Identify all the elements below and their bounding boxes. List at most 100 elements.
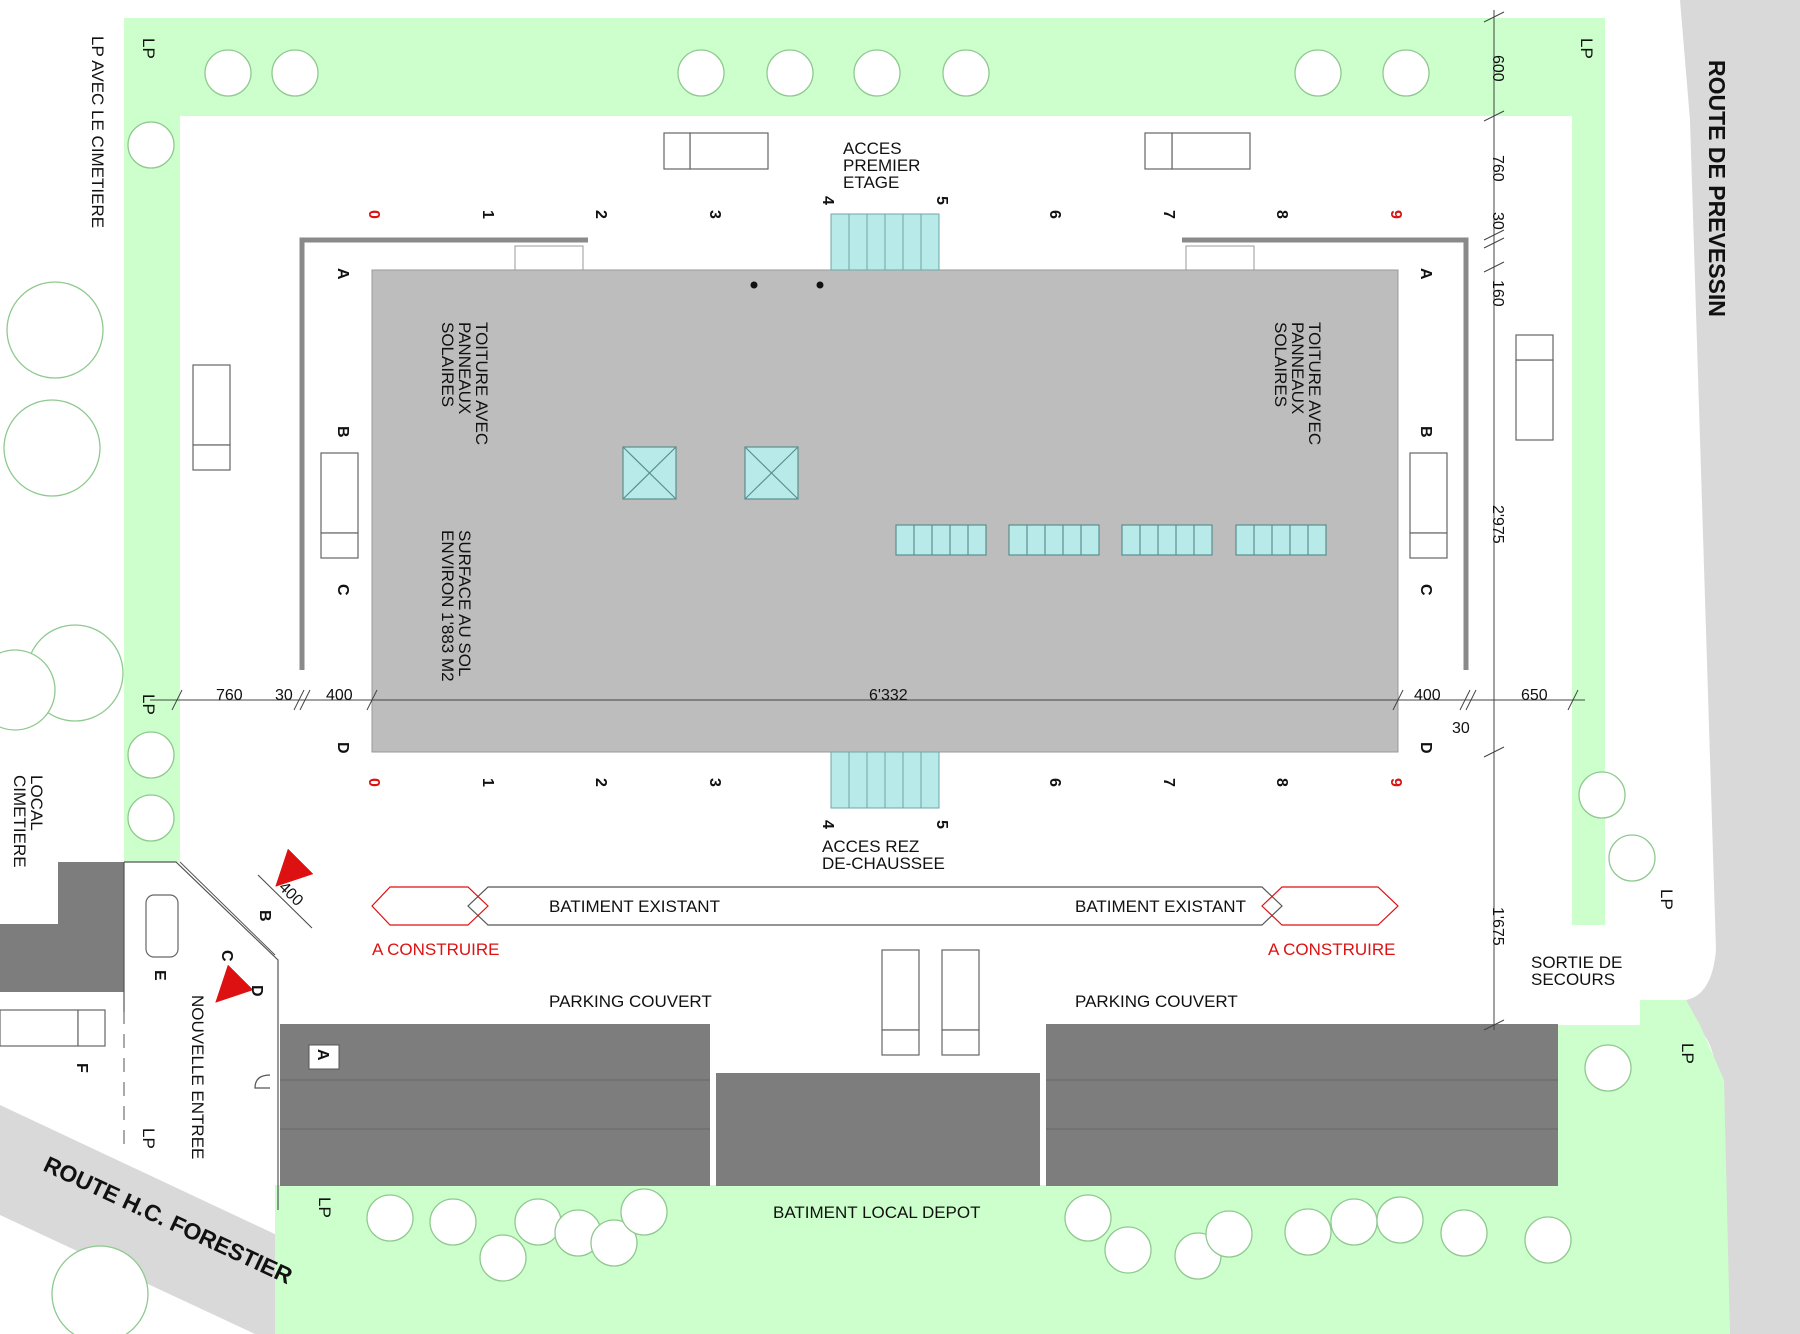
acces-premier-3: ETAGE [843, 173, 899, 192]
svg-text:3: 3 [706, 778, 723, 787]
svg-text:D: D [334, 742, 351, 754]
svg-text:A: A [1417, 268, 1434, 280]
svg-text:LP: LP [315, 1197, 334, 1218]
svg-text:B: B [1417, 426, 1434, 438]
svg-text:30: 30 [275, 687, 293, 704]
main-building-roof [371, 269, 1399, 753]
svg-text:1: 1 [479, 778, 496, 787]
existing-building-band [371, 886, 1399, 926]
stairs-bottom [830, 751, 940, 809]
stairs-top [830, 213, 940, 271]
trees [0, 49, 1656, 1334]
svg-text:LP: LP [1657, 889, 1676, 910]
entrance-lines [123, 861, 279, 1210]
toiture-left-2: PANNEAUX [455, 322, 474, 414]
toiture-left-1: TOITURE AVEC [472, 322, 491, 445]
svg-text:1'675: 1'675 [1489, 907, 1506, 946]
svg-text:1: 1 [479, 210, 496, 219]
svg-text:5: 5 [933, 196, 950, 205]
svg-text:LP: LP [139, 38, 158, 59]
surface-2: ENVIRON 1'883 M2 [438, 530, 457, 682]
route-forestier [0, 1105, 330, 1334]
svg-text:LP: LP [139, 1128, 158, 1149]
svg-text:2'975: 2'975 [1489, 505, 1506, 544]
svg-text:160: 160 [1489, 280, 1506, 307]
toiture-right-1: TOITURE AVEC [1305, 322, 1324, 445]
svg-text:8: 8 [1273, 778, 1290, 787]
svg-text:650: 650 [1521, 687, 1548, 704]
svg-text:7: 7 [1160, 778, 1177, 787]
svg-text:C: C [1417, 584, 1434, 596]
svg-text:LP: LP [139, 694, 158, 715]
batiment-existant-left: BATIMENT EXISTANT [549, 897, 720, 916]
svg-text:9: 9 [1387, 778, 1404, 787]
covered-parking [280, 1024, 1558, 1186]
sortie-secours-1: SORTIE DE [1531, 953, 1622, 972]
svg-text:C: C [218, 950, 235, 962]
svg-text:6'332: 6'332 [869, 687, 908, 704]
svg-text:LP: LP [1577, 38, 1596, 59]
acces-premier-1: ACCES [843, 139, 902, 158]
sortie-secours-2: SECOURS [1531, 970, 1615, 989]
svg-text:F: F [73, 1063, 90, 1073]
green-areas [124, 18, 1730, 1334]
svg-text:4: 4 [819, 820, 836, 829]
acces-rez-1: ACCES REZ [822, 837, 919, 856]
toiture-left-3: SOLAIRES [438, 322, 457, 407]
svg-text:A: A [314, 1049, 331, 1061]
svg-text:C: C [334, 584, 351, 596]
svg-text:0: 0 [365, 210, 382, 219]
acces-rez-2: DE-CHAUSSEE [822, 854, 945, 873]
parking-couvert-left: PARKING COUVERT [549, 992, 712, 1011]
grid-axis-numbers: 0 1 2 3 4 5 6 7 8 9 0 1 2 3 4 5 6 7 8 9 [365, 196, 1404, 829]
svg-text:760: 760 [1489, 155, 1506, 182]
solar-windows [895, 524, 1327, 556]
svg-text:6: 6 [1046, 778, 1063, 787]
svg-text:B: B [256, 910, 273, 922]
svg-text:D: D [1417, 742, 1434, 754]
grid-axis-letters: A B C D A B C D [334, 268, 1434, 754]
dimension-lines [150, 10, 1585, 1031]
toiture-right-2: PANNEAUX [1288, 322, 1307, 414]
parking-couvert-right: PARKING COUVERT [1075, 992, 1238, 1011]
batiment-local-depot: BATIMENT LOCAL DEPOT [773, 1203, 981, 1222]
toiture-right-3: SOLAIRES [1271, 322, 1290, 407]
svg-text:0: 0 [365, 778, 382, 787]
lp-cimetiere-label: LP AVEC LE CIMETIERE [88, 36, 107, 228]
acces-premier-2: PREMIER [843, 156, 920, 175]
svg-text:B: B [334, 426, 351, 438]
svg-text:D: D [248, 985, 265, 997]
entry-arrow-bottom [215, 964, 254, 1003]
left-wall [299, 237, 588, 670]
svg-text:2: 2 [592, 778, 609, 787]
local-cimetiere-label-1: LOCAL [27, 775, 46, 831]
svg-text:400: 400 [275, 879, 306, 910]
svg-text:30: 30 [1452, 720, 1470, 737]
vehicles [0, 132, 1554, 1056]
svg-text:3: 3 [706, 210, 723, 219]
batiment-existant-right: BATIMENT EXISTANT [1075, 897, 1246, 916]
svg-text:8: 8 [1273, 210, 1290, 219]
svg-text:6: 6 [1046, 210, 1063, 219]
a-construire-left: A CONSTRUIRE [372, 940, 500, 959]
skylights [622, 446, 799, 500]
nouvelle-entree-label: NOUVELLE ENTREE [188, 995, 207, 1159]
entrance-letters: A B C D E F [73, 910, 340, 1073]
svg-text:9: 9 [1387, 210, 1404, 219]
svg-text:LP: LP [1678, 1043, 1697, 1064]
local-cimetiere-label-2: CIMETIERE [10, 775, 29, 868]
svg-text:30: 30 [1489, 212, 1506, 230]
svg-text:400: 400 [326, 687, 353, 704]
route-prevessin-label: ROUTE DE PREVESSIN [1704, 60, 1730, 317]
right-wall [1182, 237, 1469, 670]
dimension-texts: 600 760 30 160 2'975 1'675 760 30 400 6'… [216, 55, 1548, 946]
svg-text:E: E [151, 970, 168, 981]
svg-text:400: 400 [1414, 687, 1441, 704]
svg-text:760: 760 [216, 687, 243, 704]
a-construire-right: A CONSTRUIRE [1268, 940, 1396, 959]
svg-text:600: 600 [1489, 55, 1506, 82]
svg-text:5: 5 [933, 820, 950, 829]
svg-text:A: A [334, 268, 351, 280]
entry-arrow-top [275, 848, 314, 887]
lp-labels: LP LP LP LP LP LP LP [139, 38, 1697, 1218]
